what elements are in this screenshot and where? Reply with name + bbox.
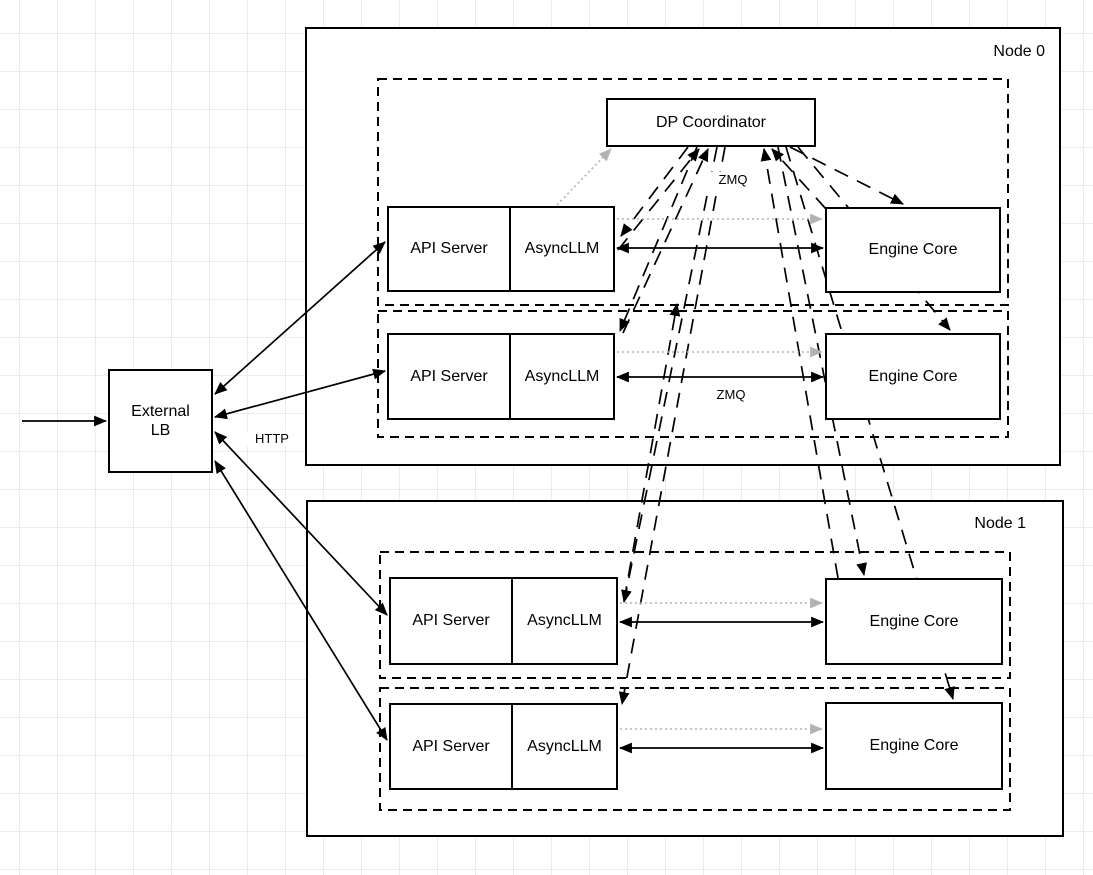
api-server-cell: API Server bbox=[389, 335, 511, 418]
api-server-cell: API Server bbox=[391, 579, 513, 663]
dotted-gray-edges bbox=[556, 148, 824, 735]
zmq-coordinator-to-asyncllm-n1r1 bbox=[618, 146, 726, 706]
engine-core-label: Engine Core bbox=[868, 241, 958, 259]
asyncllm-label: AsyncLLM bbox=[527, 737, 602, 755]
engine-core-box-n1r0: Engine Core bbox=[825, 578, 1003, 665]
api-asyncllm-box-n0r0: API Server AsyncLLM bbox=[387, 206, 615, 292]
asyncllm-cell: AsyncLLM bbox=[511, 208, 613, 290]
engine-core-box-n0r1: Engine Core bbox=[825, 333, 1001, 420]
api-asyncllm-box-n1r1: API Server AsyncLLM bbox=[389, 703, 618, 790]
http-edge-label: HTTP bbox=[245, 431, 299, 446]
asyncllm-label: AsyncLLM bbox=[527, 612, 602, 630]
solid-edges bbox=[22, 241, 825, 754]
zmq-coordinator-to-engine-n0r1 bbox=[797, 146, 951, 331]
external-lb-box: External LB bbox=[108, 369, 213, 473]
engine-core-box-n1r1: Engine Core bbox=[825, 702, 1003, 790]
api-server-cell: API Server bbox=[389, 208, 511, 290]
api-server-label: API Server bbox=[412, 737, 490, 755]
dp-coordinator-box: DP Coordinator bbox=[606, 98, 816, 147]
zmq-engine-n0r0-to-coordinator bbox=[771, 148, 827, 210]
zmq-coordinator-to-engine-n1r0 bbox=[777, 146, 867, 577]
zmq-coordinator-to-asyncllm-n0r1 bbox=[619, 146, 698, 332]
zmq-coordinator-to-engine-n0r0 bbox=[789, 146, 904, 205]
zmq-engine-n1r0-to-coordinator bbox=[760, 147, 839, 579]
node0-rank0-container bbox=[377, 78, 1009, 306]
api-server-label: API Server bbox=[410, 240, 488, 258]
asyncllm-label: AsyncLLM bbox=[524, 240, 600, 258]
external-lb-label: External LB bbox=[131, 402, 190, 439]
zmq-asyncllm-n0r0-to-coordinator bbox=[617, 148, 700, 251]
asyncllm-label: AsyncLLM bbox=[524, 367, 600, 385]
solid-lb-api-n0r1 bbox=[213, 368, 387, 420]
node1-title: Node 1 bbox=[974, 515, 1026, 532]
asyncllm-cell: AsyncLLM bbox=[511, 335, 613, 418]
api-asyncllm-box-n0r1: API Server AsyncLLM bbox=[387, 333, 615, 420]
zmq-row2-edge-label: ZMQ bbox=[703, 387, 759, 402]
solid-lb-api-n0r0 bbox=[214, 241, 386, 395]
engine-core-label: Engine Core bbox=[869, 612, 959, 630]
api-asyncllm-box-n1r0: API Server AsyncLLM bbox=[389, 577, 618, 665]
engine-core-label: Engine Core bbox=[868, 367, 958, 385]
solid-lb-api-n1r1 bbox=[214, 460, 388, 741]
zmq-asyncllm-n0r1-to-coordinator bbox=[622, 148, 709, 334]
dp-coordinator-label: DP Coordinator bbox=[656, 113, 766, 131]
engine-core-box-n0r0: Engine Core bbox=[825, 207, 1001, 293]
zmq-coordinator-to-asyncllm-n0r0 bbox=[620, 146, 689, 237]
engine-core-label: Engine Core bbox=[869, 737, 959, 755]
zmq-asyncllm-n1r0-to-node0-rank-container bbox=[623, 302, 681, 602]
api-server-label: API Server bbox=[410, 367, 488, 385]
api-server-cell: API Server bbox=[391, 705, 513, 788]
asyncllm-cell: AsyncLLM bbox=[513, 705, 616, 788]
asyncllm-cell: AsyncLLM bbox=[513, 579, 616, 663]
zmq-coordinator-edge-label: ZMQ bbox=[705, 172, 761, 187]
api-server-label: API Server bbox=[412, 612, 490, 630]
node0-title: Node 0 bbox=[993, 43, 1045, 60]
node1-rank1-container bbox=[379, 687, 1011, 811]
